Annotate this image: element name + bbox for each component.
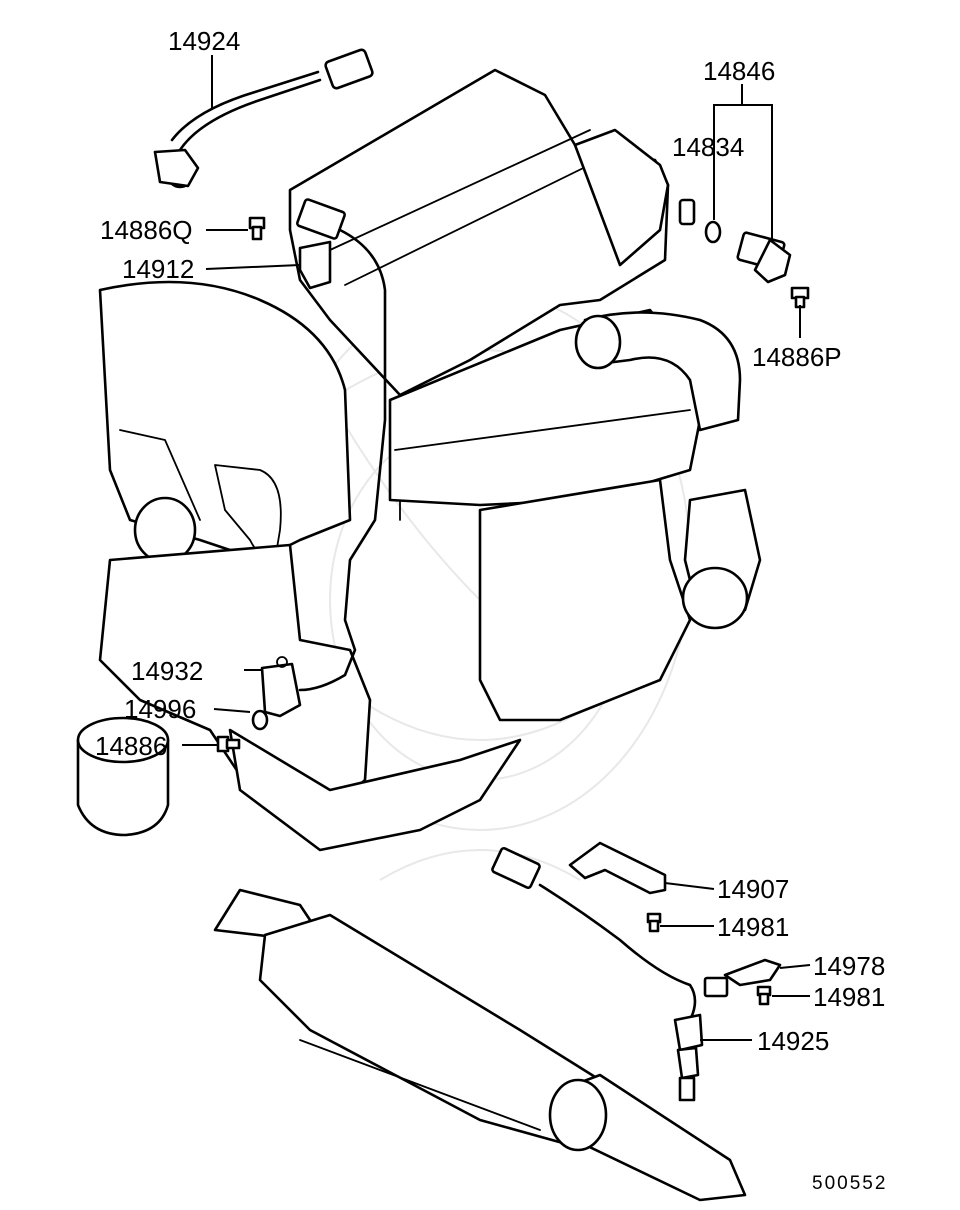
diagram-code: 500552 — [812, 1173, 887, 1194]
knock-sensor-14924 — [153, 48, 374, 189]
callout-14981-lower: 14981 — [813, 982, 885, 1012]
callout-14907: 14907 — [717, 874, 789, 904]
bolt-14886 — [216, 735, 241, 753]
engine-block — [76, 68, 762, 852]
callout-14932: 14932 — [131, 656, 203, 686]
cam-sensor-14846 — [678, 198, 792, 284]
callout-14886Q: 14886Q — [100, 215, 193, 245]
bracket-14912 — [296, 198, 346, 290]
crank-sensor-14932 — [260, 656, 302, 718]
leader-lines — [182, 55, 811, 1041]
bracket-14978 — [703, 958, 782, 998]
catalytic-converter — [213, 888, 747, 1202]
bolt-14981-lower — [756, 985, 772, 1006]
bolt-14981-upper — [646, 912, 662, 933]
washer-14996 — [251, 709, 269, 731]
o2-sensor-14925 — [491, 847, 704, 1102]
callout-14925: 14925 — [757, 1026, 829, 1056]
crank-sensor-harness — [298, 228, 387, 692]
callout-14978: 14978 — [813, 951, 885, 981]
bolt-14886P — [790, 286, 810, 309]
o-ring-14834 — [704, 220, 722, 244]
callout-14886: 14886 — [95, 731, 167, 761]
callout-14981-upper: 14981 — [717, 912, 789, 942]
callout-14912: 14912 — [122, 254, 194, 284]
callout-14996: 14996 — [124, 694, 196, 724]
callout-14924: 14924 — [168, 26, 240, 56]
bracket-14907 — [568, 841, 667, 895]
callout-14886P: 14886P — [752, 342, 842, 372]
callout-14846: 14846 — [703, 56, 775, 86]
callout-14834: 14834 — [672, 132, 744, 162]
bolt-14886Q — [248, 216, 266, 241]
